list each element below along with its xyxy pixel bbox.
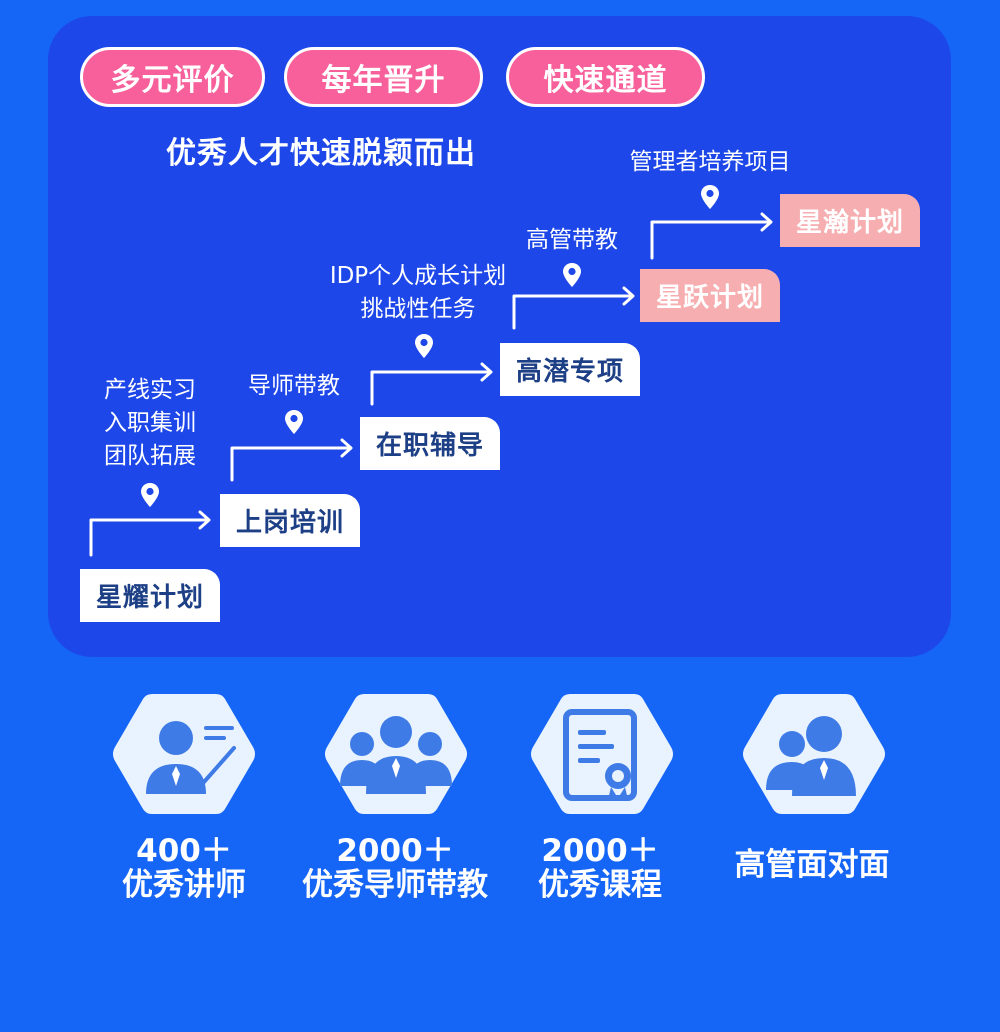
location-pin-icon (415, 334, 433, 358)
tag-multi-evaluation: 多元评价 (80, 47, 265, 107)
subtitle: 优秀人才快速脱颖而出 (166, 136, 476, 171)
tag-fast-track: 快速通道 (506, 47, 705, 107)
stat-lecturers: 400＋ 优秀讲师 (84, 834, 284, 902)
executive-meeting-icon (743, 694, 885, 814)
stat-label: 高管面对面 (734, 847, 890, 883)
location-pin-icon (285, 410, 303, 434)
step-on-job-coaching: 在职辅导 (360, 417, 500, 470)
certificate-icon (531, 694, 673, 814)
note-line: 团队拓展 (104, 443, 196, 469)
stat-value: 2000＋ (541, 833, 659, 869)
note-line: 管理者培养项目 (629, 149, 791, 175)
stat-label: 优秀讲师 (122, 867, 246, 903)
note-line: 入职集训 (104, 410, 196, 436)
location-pin-icon (141, 483, 159, 507)
step-xingyao-plan: 星耀计划 (80, 569, 220, 622)
step-xingyue-plan: 星跃计划 (640, 269, 780, 322)
tag-annual-promotion: 每年晋升 (284, 47, 483, 107)
note-line: IDP个人成长计划 (329, 263, 507, 289)
note-line: 导师带教 (248, 373, 340, 399)
stat-label: 优秀导师带教 (302, 867, 488, 903)
note-line: 产线实习 (104, 377, 196, 403)
step-xinghan-plan: 星瀚计划 (780, 194, 920, 247)
step-onboarding-training: 上岗培训 (220, 494, 360, 547)
stat-executive-meeting: 高管面对面 (712, 848, 912, 882)
stat-label: 优秀课程 (538, 867, 662, 903)
note-step-3: IDP个人成长计划 挑战性任务 (312, 260, 524, 326)
note-step-5: 管理者培养项目 (612, 146, 808, 179)
stat-value: 400＋ (136, 833, 232, 869)
location-pin-icon (701, 185, 719, 209)
lecturer-icon (113, 694, 255, 814)
note-line: 高管带教 (526, 227, 618, 253)
stat-mentors: 2000＋ 优秀导师带教 (290, 834, 500, 902)
mentor-group-icon (325, 694, 467, 814)
location-pin-icon (563, 263, 581, 287)
note-step-4: 高管带教 (512, 224, 632, 257)
note-step-2: 导师带教 (234, 370, 354, 403)
note-line: 挑战性任务 (360, 296, 476, 322)
career-path-card (48, 16, 951, 657)
note-step-1: 产线实习 入职集训 团队拓展 (90, 374, 210, 473)
stat-courses: 2000＋ 优秀课程 (500, 834, 700, 902)
step-high-potential-program: 高潜专项 (500, 343, 640, 396)
stat-value: 2000＋ (336, 833, 454, 869)
